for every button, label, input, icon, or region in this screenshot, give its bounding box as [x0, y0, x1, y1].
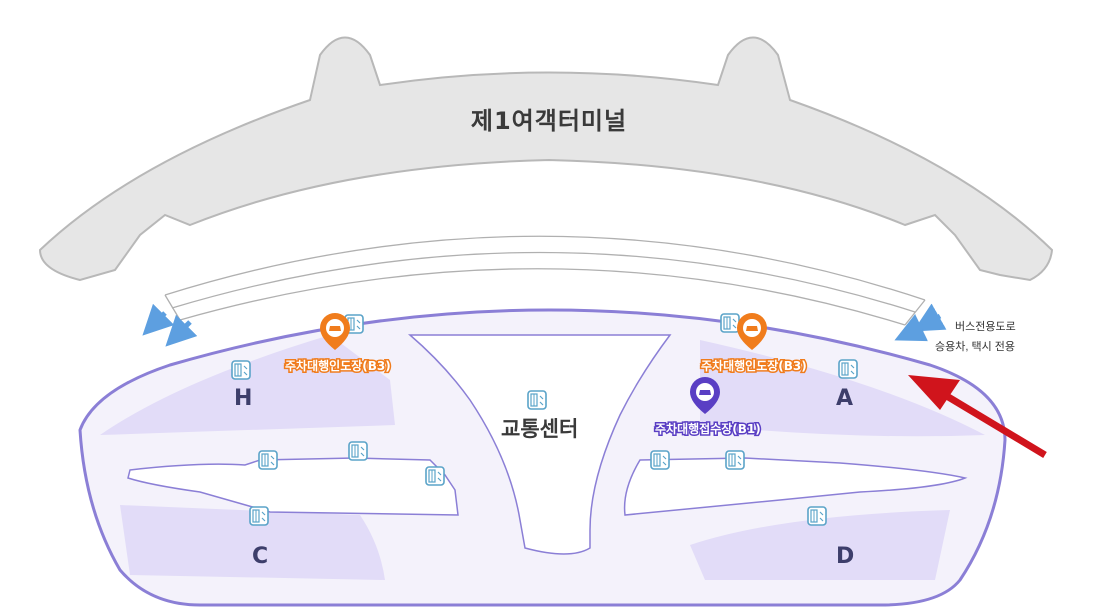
zone-h-label[interactable]: H — [234, 386, 253, 411]
transport-center-label[interactable]: 교통센터 — [501, 417, 579, 441]
bus-road-note: 버스전용도로 — [955, 321, 1016, 333]
car-icon — [699, 390, 711, 395]
car-icon — [329, 326, 341, 331]
road-arrows — [142, 303, 947, 347]
car-taxi-road-note: 승용차, 택시 전용 — [935, 341, 1016, 353]
terminal-building — [38, 36, 1054, 282]
zone-a-label[interactable]: A — [836, 386, 854, 411]
car-icon — [746, 326, 758, 331]
terminal-title: 제1여객터미널 — [470, 107, 628, 135]
valet-reception-pin[interactable] — [690, 377, 720, 414]
valet-dropoff-left-label[interactable]: 주차대행인도장(B3) — [284, 358, 393, 375]
valet-dropoff-right-label[interactable]: 주차대행인도장(B3) — [700, 358, 809, 375]
zone-c-label[interactable]: C — [252, 544, 269, 569]
valet-reception-label[interactable]: 주차대행접수장(B1) — [654, 421, 763, 438]
pointer-arrow — [908, 375, 1047, 459]
zone-shading — [100, 335, 985, 580]
valet-dropoff-pin-left[interactable] — [320, 313, 350, 350]
zone-d-label[interactable]: D — [836, 544, 855, 569]
valet-dropoff-pin-right[interactable] — [737, 313, 767, 350]
walkway-cutouts — [127, 334, 968, 555]
